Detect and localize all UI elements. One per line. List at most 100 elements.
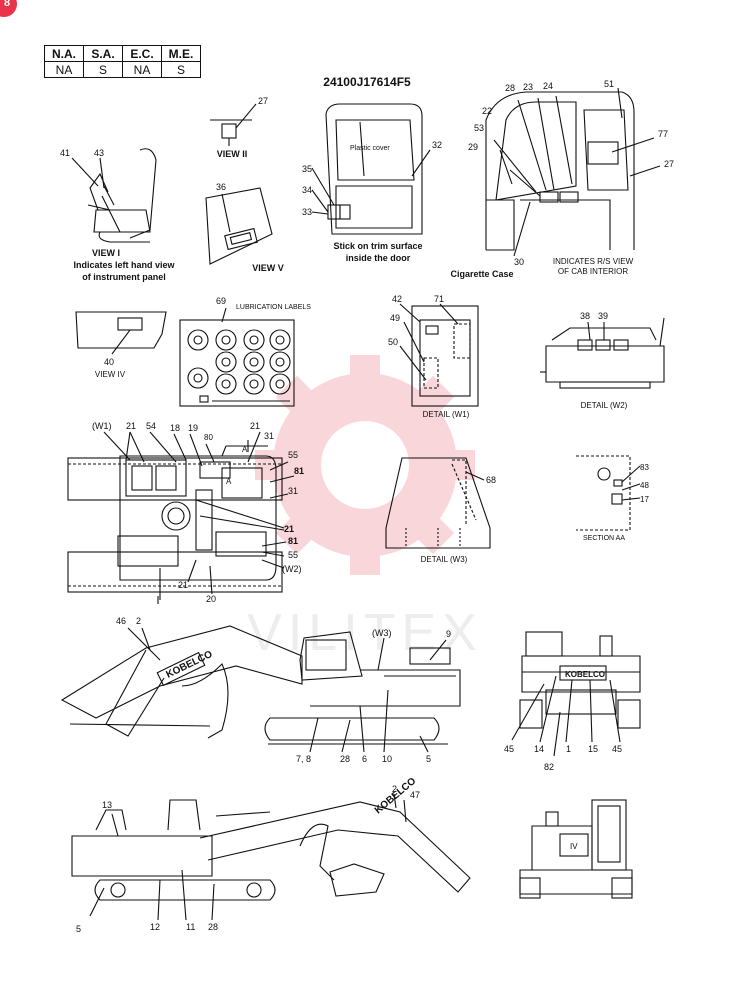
callout-7-8: 7, 8: [296, 754, 311, 764]
callout-1: 1: [566, 744, 571, 754]
callout-6: 6: [362, 754, 367, 764]
excavator-side-view-right: [60, 625, 461, 753]
callout-53: 53: [474, 123, 484, 133]
callout-36: 36: [216, 182, 226, 192]
caption-view-4: VIEW IV: [95, 370, 126, 379]
callout-55b: 55: [288, 550, 298, 560]
view-1-seat-drawing: [71, 148, 157, 243]
caption-view-5: VIEW V: [252, 263, 284, 273]
code-header-sa: S.A.: [83, 45, 123, 62]
callout-69: 69: [216, 296, 226, 306]
callout-34: 34: [302, 185, 312, 195]
caption-view-1: VIEW I: [92, 248, 120, 258]
watermark-text: VILITEX: [247, 604, 483, 662]
callout-50: 50: [388, 337, 398, 347]
callout-33: 33: [302, 207, 312, 217]
callout-19: 19: [188, 423, 198, 433]
callout-38: 38: [580, 311, 590, 321]
callout-w2: (W2): [282, 564, 302, 574]
code-value-na: NA: [44, 61, 84, 78]
caption-door-note-a: Stick on trim surface: [333, 241, 422, 251]
badge-text: 8: [4, 0, 11, 9]
caption-rs-view-b: OF CAB INTERIOR: [558, 267, 628, 276]
callout-24: 24: [543, 81, 553, 91]
callout-w1: (W1): [92, 421, 112, 431]
section-marker-a-bottom: A: [226, 477, 232, 486]
callout-21d: 21: [178, 580, 188, 590]
callout-83: 83: [640, 463, 649, 472]
excavator-rear-view: [511, 631, 641, 757]
brand-logo-boom-right: KOBELCO: [164, 649, 214, 681]
callout-13: 13: [102, 800, 112, 810]
callout-15: 15: [588, 744, 598, 754]
callout-45a: 45: [504, 744, 514, 754]
view-4-panel: [75, 311, 167, 355]
callout-5a: 5: [426, 754, 431, 764]
caption-section-aa: SECTION AA: [583, 535, 625, 542]
callout-32: 32: [432, 140, 442, 150]
cab-interior-drawing: [485, 87, 661, 257]
callout-54: 54: [146, 421, 156, 431]
callout-46: 46: [116, 616, 126, 626]
callout-40: 40: [104, 357, 114, 367]
callout-17: 17: [640, 495, 649, 504]
callout-27a: 27: [258, 96, 268, 106]
callout-23: 23: [523, 82, 533, 92]
excavator-front-view: [519, 799, 633, 899]
callout-14: 14: [534, 744, 544, 754]
callout-29: 29: [468, 142, 478, 152]
view-2-bracket: [210, 103, 257, 146]
caption-cigarette-case: Cigarette Case: [450, 269, 513, 279]
callout-12: 12: [150, 922, 160, 932]
callout-68: 68: [486, 475, 496, 485]
callout-80: 80: [204, 433, 213, 442]
excavator-plan-view: [67, 431, 295, 604]
caption-lubrication-labels: LUBRICATION LABELS: [236, 304, 311, 311]
callout-9: 9: [446, 629, 451, 639]
code-header-me: M.E.: [161, 45, 201, 62]
callout-21c: 21: [284, 524, 294, 534]
lubrication-label-sheet: [179, 307, 295, 407]
caption-view-1-note-a: Indicates left hand view: [73, 260, 175, 270]
caption-view-1-note-b: of instrument panel: [82, 272, 166, 282]
callout-77: 77: [658, 129, 668, 139]
callout-28a: 28: [505, 83, 515, 93]
caption-view-2: VIEW II: [217, 149, 248, 159]
callout-21a: 21: [126, 421, 136, 431]
callout-18: 18: [170, 423, 180, 433]
watermark: VILITEX: [247, 355, 483, 662]
code-header-na: N.A.: [44, 45, 84, 62]
callout-45b: 45: [612, 744, 622, 754]
callout-20: 20: [206, 594, 216, 604]
caption-detail-w3: DETAIL (W3): [421, 555, 468, 564]
section-aa-drawing: [576, 455, 641, 531]
callout-22: 22: [482, 106, 492, 116]
callout-2a: 2: [136, 616, 141, 626]
callout-2b: 2: [392, 784, 397, 794]
callout-iv: IV: [570, 842, 578, 851]
callout-31b: 31: [288, 486, 298, 496]
callout-55a: 55: [288, 450, 298, 460]
callout-81a: 81: [294, 466, 304, 476]
code-table-header-row: N.A. S.A. E.C. M.E.: [44, 45, 201, 62]
code-table-value-row: NA S NA S: [44, 61, 201, 78]
part-number: 24100J17614F5: [323, 75, 411, 89]
callout-10: 10: [382, 754, 392, 764]
detail-w3-drawing: [385, 457, 491, 549]
corner-badge: 8: [0, 0, 17, 17]
callout-71: 71: [434, 294, 444, 304]
detail-w2-drawing: [540, 317, 665, 389]
brand-logo-rear: KOBELCO: [565, 670, 605, 679]
callout-81b: 81: [288, 536, 298, 546]
callout-47: 47: [410, 790, 420, 800]
callout-42: 42: [392, 294, 402, 304]
callout-28c: 28: [208, 922, 218, 932]
callout-43: 43: [94, 148, 104, 158]
callout-41: 41: [60, 148, 70, 158]
callout-11: 11: [186, 922, 195, 932]
callout-39: 39: [598, 311, 608, 321]
callout-31a: 31: [264, 431, 274, 441]
applicability-code-table: N.A. S.A. E.C. M.E. NA S NA S: [44, 45, 201, 78]
callout-49: 49: [390, 313, 400, 323]
